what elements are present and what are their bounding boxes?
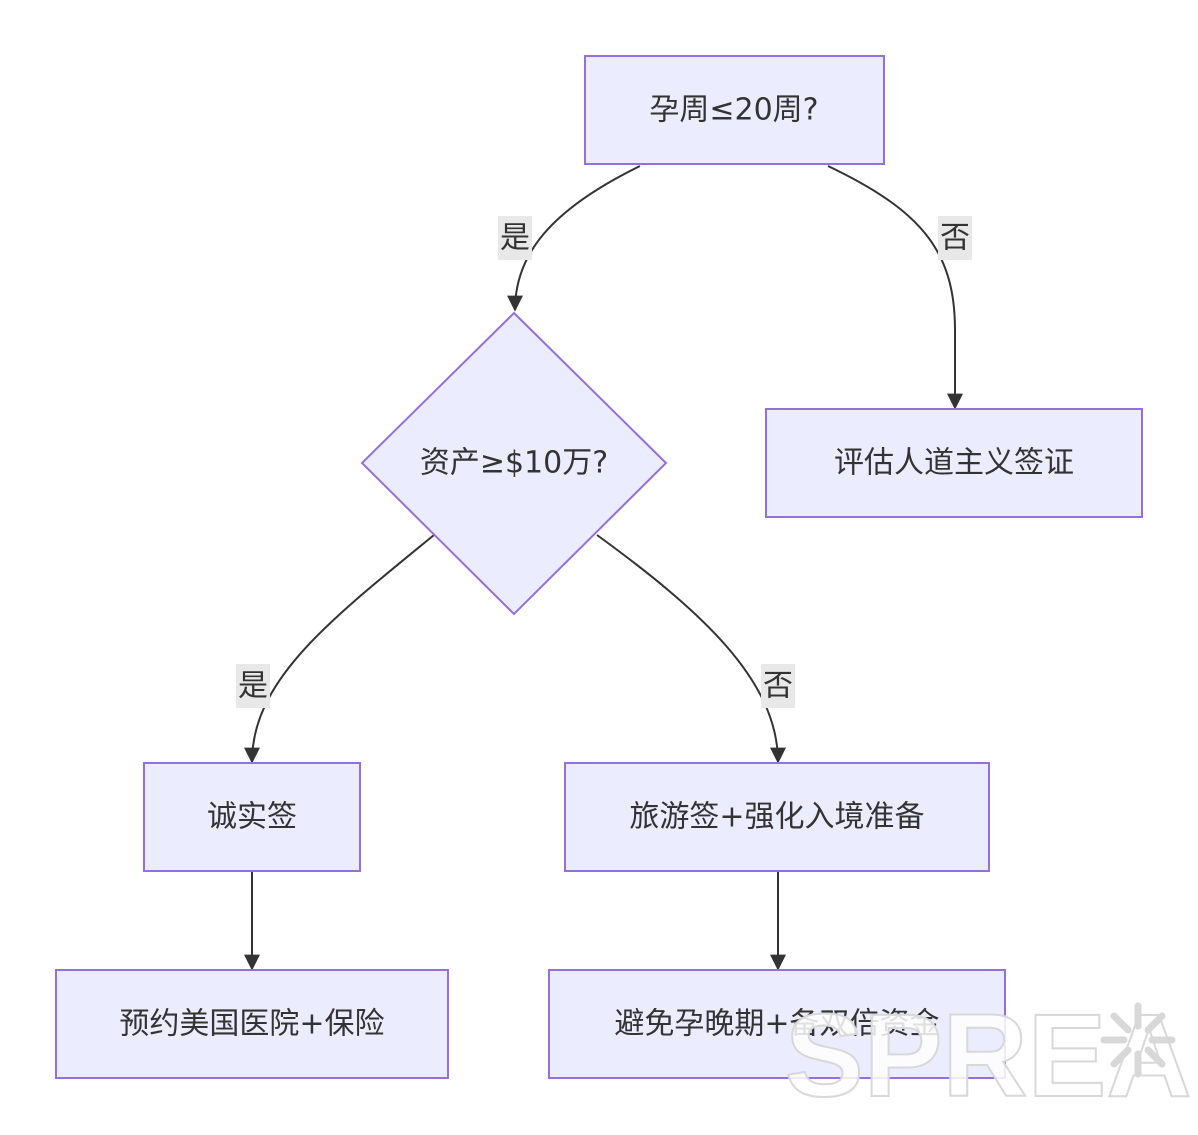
node-humanitarian-visa: 评估人道主义签证 — [765, 408, 1143, 518]
svg-text:否: 否 — [763, 669, 793, 704]
edge-pregnancy-to-assets — [507, 165, 641, 312]
svg-text:预约美国医院+保险: 预约美国医院+保险 — [119, 1007, 384, 1042]
svg-text:是: 是 — [500, 221, 530, 256]
edge-label-pregnancy-yes: 是 — [498, 216, 532, 260]
svg-text:旅游签+强化入境准备: 旅游签+强化入境准备 — [629, 800, 924, 835]
svg-text:SPREAD: SPREAD — [785, 990, 1198, 1122]
edge-label-assets-no: 否 — [761, 664, 795, 708]
svg-text:资产≥$10万?: 资产≥$10万? — [420, 446, 608, 481]
edge-assets-to-honest — [244, 534, 435, 764]
svg-text:否: 否 — [940, 221, 970, 256]
svg-text:是: 是 — [238, 669, 268, 704]
node-assets-check: 资产≥$10万? — [360, 311, 668, 616]
spread-watermark-logo: SPREAD — [784, 989, 1198, 1123]
edge-label-assets-yes: 是 — [236, 664, 270, 708]
node-pregnancy-check: 孕周≤20周? — [584, 55, 885, 165]
svg-text:诚实签: 诚实签 — [207, 800, 297, 835]
node-honest-visa: 诚实签 — [143, 762, 361, 872]
svg-text:避免孕晚期+备双倍资金: 避免孕晚期+备双倍资金 — [614, 1007, 939, 1042]
sun-icon — [1100, 1002, 1176, 1078]
node-avoid-late-pregnancy: 避免孕晚期+备双倍资金 — [548, 969, 1006, 1079]
node-book-hospital: 预约美国医院+保险 — [55, 969, 449, 1079]
edge-pregnancy-to-humanitarian — [827, 165, 963, 410]
node-tourist-visa: 旅游签+强化入境准备 — [564, 762, 990, 872]
svg-text:评估人道主义签证: 评估人道主义签证 — [834, 446, 1074, 481]
edge-label-pregnancy-no: 否 — [938, 216, 972, 260]
edge-assets-to-tourist — [596, 534, 786, 764]
svg-text:孕周≤20周?: 孕周≤20周? — [649, 93, 818, 128]
